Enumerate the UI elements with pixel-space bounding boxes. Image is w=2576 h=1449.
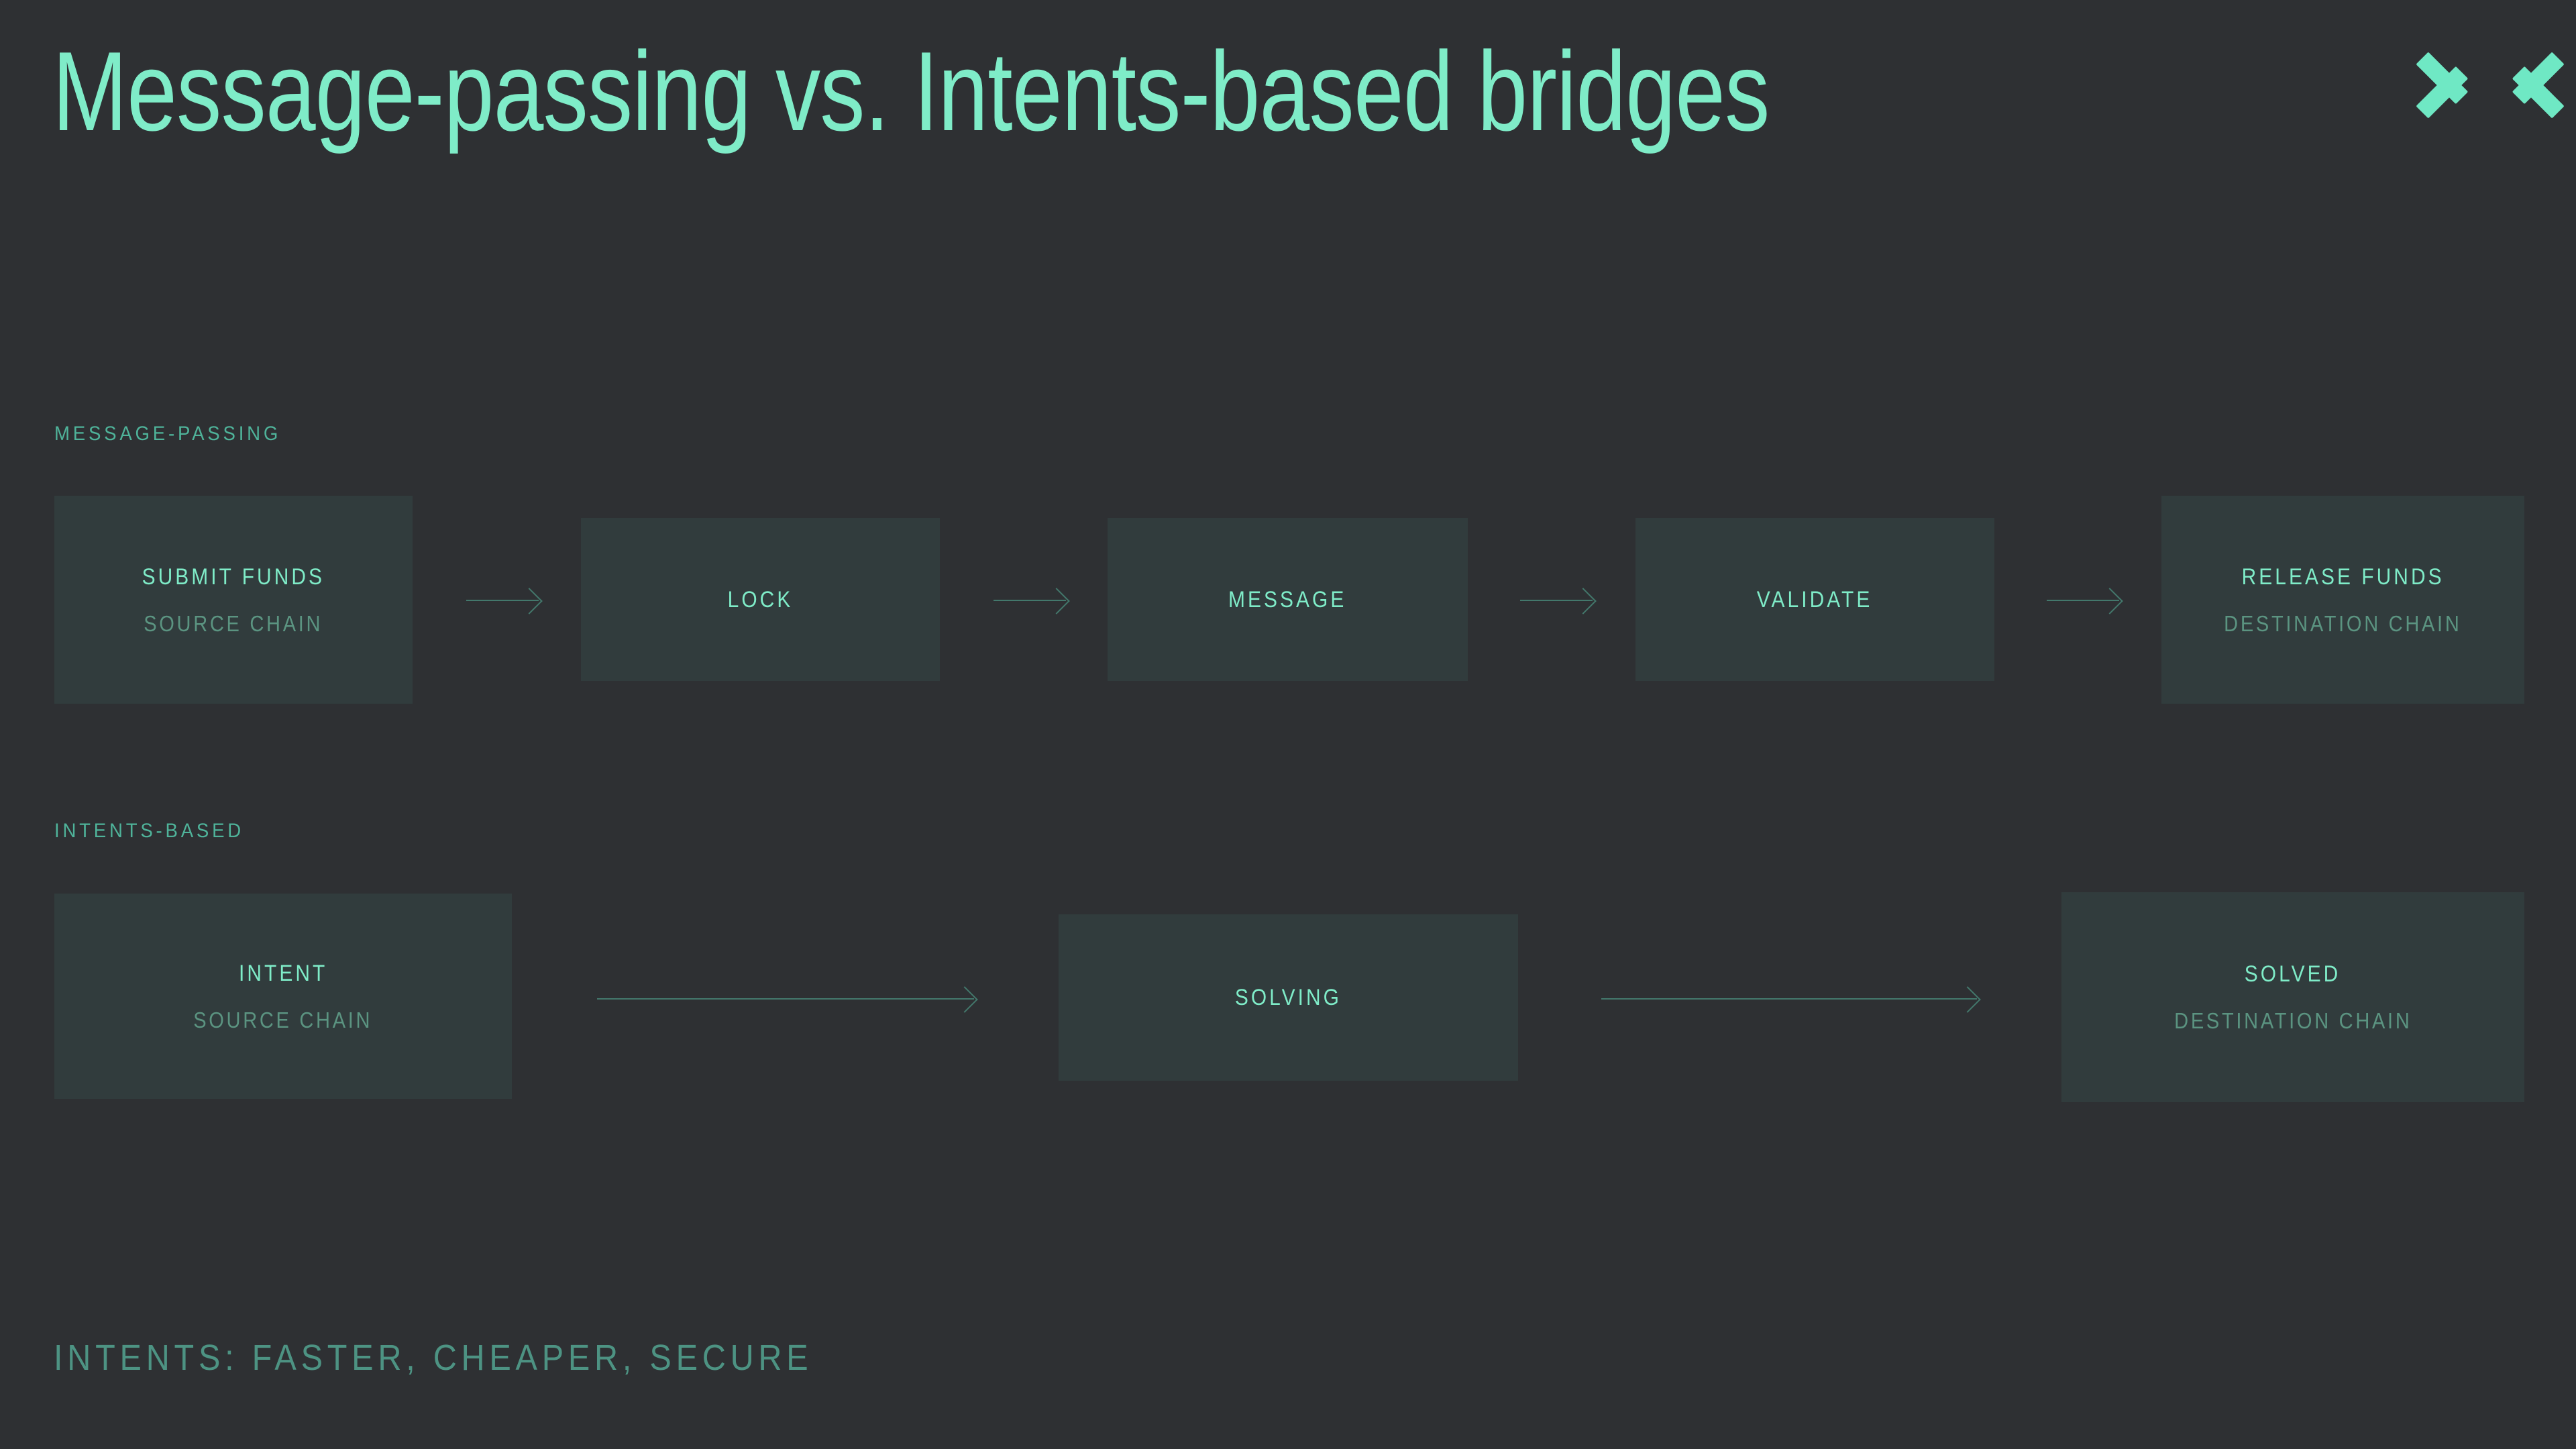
arrow-head-icon bbox=[1043, 588, 1070, 614]
section-label-message-passing: MESSAGE-PASSING bbox=[54, 423, 282, 445]
flow-arrow-2-2 bbox=[1601, 985, 1981, 1013]
arrow-shaft bbox=[466, 600, 539, 601]
node-title: RELEASE FUNDS bbox=[2241, 564, 2445, 590]
flow-node-solving[interactable]: SOLVING bbox=[1059, 914, 1518, 1081]
section-label-intents-based: INTENTS-BASED bbox=[54, 820, 245, 842]
footer-tagline: INTENTS: FASTER, CHEAPER, SECURE bbox=[54, 1338, 813, 1378]
arrow-shaft bbox=[1520, 600, 1593, 601]
page-title: Message-passing vs. Intents-based bridge… bbox=[52, 28, 1770, 154]
arrow-head-icon bbox=[1954, 986, 1981, 1013]
flow-node-validate[interactable]: VALIDATE bbox=[1635, 518, 1994, 681]
flow-arrow-2-1 bbox=[597, 985, 978, 1013]
flow-arrow-1-3 bbox=[1520, 587, 1597, 614]
flow-arrow-1-1 bbox=[466, 587, 543, 614]
node-title: SUBMIT FUNDS bbox=[142, 564, 325, 590]
flow-node-lock[interactable]: LOCK bbox=[581, 518, 940, 681]
arrow-shaft bbox=[994, 600, 1066, 601]
node-subtitle: SOURCE CHAIN bbox=[193, 1007, 373, 1032]
arrow-head-icon bbox=[2096, 588, 2123, 614]
node-title: LOCK bbox=[727, 586, 794, 612]
node-subtitle: SOURCE CHAIN bbox=[144, 610, 323, 636]
flow-node-submit-funds[interactable]: SUBMIT FUNDS SOURCE CHAIN bbox=[54, 496, 413, 704]
node-title: SOLVING bbox=[1234, 985, 1342, 1010]
node-title: MESSAGE bbox=[1228, 586, 1347, 612]
node-title: INTENT bbox=[238, 960, 328, 986]
flow-node-solved[interactable]: SOLVED DESTINATION CHAIN bbox=[2061, 892, 2524, 1102]
flow-arrow-1-2 bbox=[994, 587, 1070, 614]
arrow-shaft bbox=[597, 998, 974, 1000]
arrow-shaft bbox=[1601, 998, 1977, 1000]
node-title: SOLVED bbox=[2245, 961, 2341, 987]
node-subtitle: DESTINATION CHAIN bbox=[2174, 1008, 2412, 1033]
node-title: VALIDATE bbox=[1757, 586, 1873, 612]
flow-arrow-1-4 bbox=[2047, 587, 2123, 614]
flow-node-message[interactable]: MESSAGE bbox=[1108, 518, 1468, 681]
arrow-head-icon bbox=[1570, 588, 1597, 614]
page-header: Message-passing vs. Intents-based bridge… bbox=[0, 0, 2576, 201]
node-subtitle: DESTINATION CHAIN bbox=[2224, 610, 2462, 636]
arrow-head-icon bbox=[516, 588, 543, 614]
arrow-head-icon bbox=[951, 986, 978, 1013]
flow-node-intent[interactable]: INTENT SOURCE CHAIN bbox=[54, 894, 512, 1099]
arrow-shaft bbox=[2047, 600, 2119, 601]
x-mark-logo-icon bbox=[2416, 35, 2565, 136]
flow-node-release-funds[interactable]: RELEASE FUNDS DESTINATION CHAIN bbox=[2161, 496, 2524, 704]
